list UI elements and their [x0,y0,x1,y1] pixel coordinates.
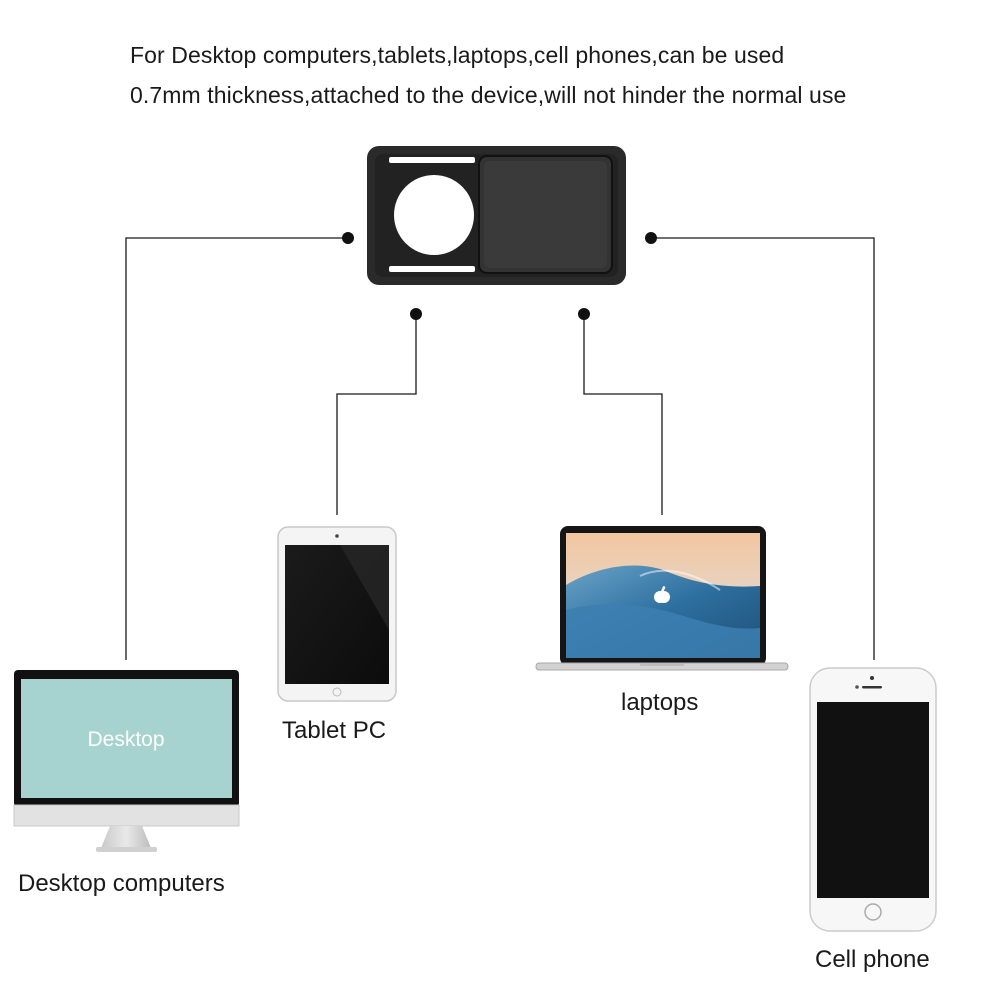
header-line-1: For Desktop computers,tablets,laptops,ce… [130,42,785,68]
dot-laptop [578,308,590,320]
label-tablet-pc: Tablet PC [282,717,387,744]
phone-icon [809,667,937,932]
label-laptops: laptops [621,689,699,716]
header-line-2: 0.7mm thickness,attached to the device,w… [130,82,847,108]
connector-desktop [125,237,348,660]
connector-dots [342,232,657,320]
apple-logo-icon [654,586,670,603]
tablet-icon [277,526,397,702]
dot-phone [645,232,657,244]
laptop-icon [535,526,789,671]
connector-laptop [583,314,663,515]
label-cell-phone: Cell phone [815,946,930,973]
connector-lines [125,237,875,660]
connector-phone [651,237,875,660]
connector-tablet [336,314,417,515]
desktop-screen-text: Desktop [87,728,164,751]
dot-tablet [410,308,422,320]
desktop-icon: Desktop [13,670,240,852]
dot-desktop [342,232,354,244]
label-desktop-computers: Desktop computers [18,870,225,897]
webcam-cover-icon [367,146,626,285]
